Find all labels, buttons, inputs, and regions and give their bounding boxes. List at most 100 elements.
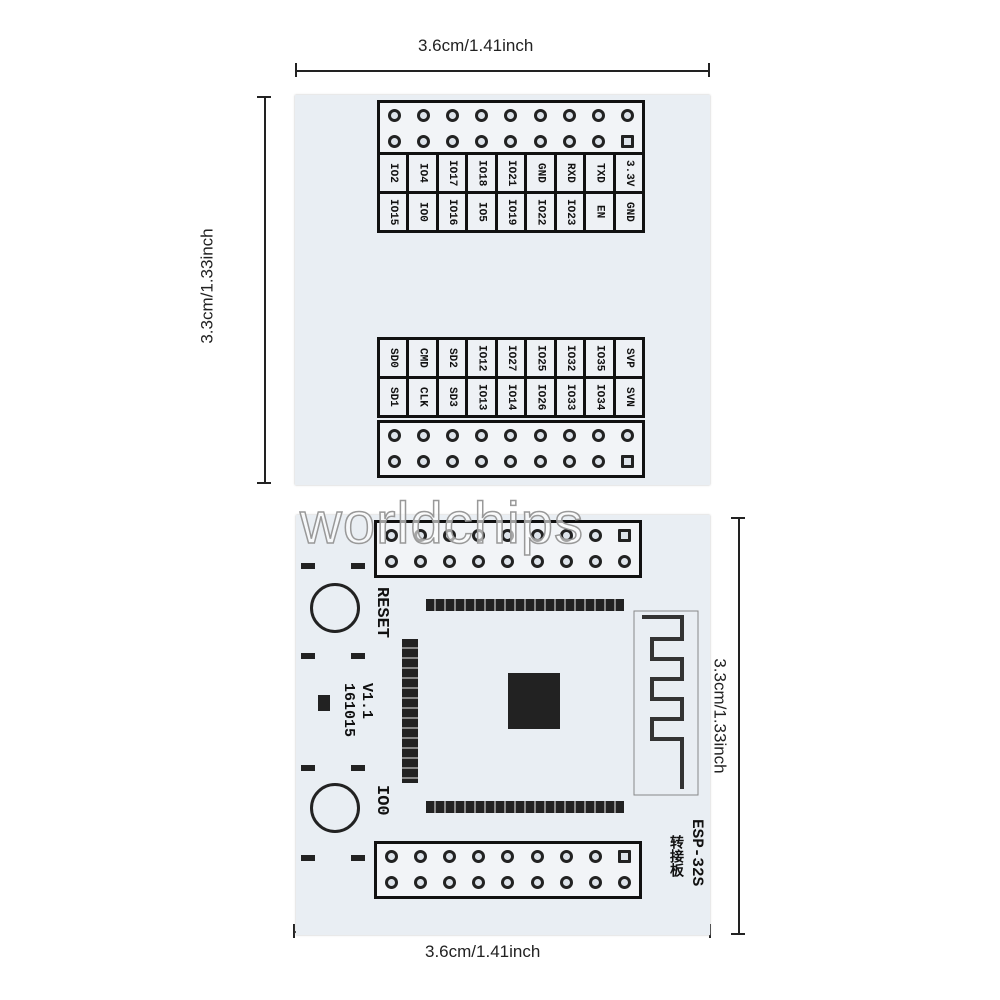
pad [351, 653, 365, 659]
pin-hole [530, 555, 544, 568]
pin-label: GND [527, 155, 554, 191]
pin-label: IO26 [527, 379, 554, 415]
tick [257, 482, 271, 484]
pin-hole [388, 135, 402, 148]
pin-hole [562, 135, 576, 148]
pad [301, 855, 315, 861]
pin-hole [559, 529, 573, 542]
pin-hole [562, 109, 576, 122]
pin-hole [475, 135, 489, 148]
pin-hole [588, 876, 602, 889]
pin-hole [443, 850, 457, 863]
pin-hole [385, 850, 399, 863]
pin-label: IO34 [586, 379, 613, 415]
pin-hole [559, 555, 573, 568]
tick [709, 924, 711, 938]
pin-hole [417, 455, 431, 468]
pin-label: IO17 [438, 155, 466, 191]
pin-hole [385, 876, 399, 889]
pin-hole [591, 109, 605, 122]
pin-label: CLK [409, 379, 436, 415]
pin-hole [417, 135, 431, 148]
pin-label: IO35 [586, 340, 613, 376]
pin-hole [591, 455, 605, 468]
io0-button [310, 783, 360, 833]
pin-hole [501, 555, 515, 568]
pad [351, 563, 365, 569]
pin-label: IO32 [556, 340, 584, 376]
pin-hole [414, 555, 428, 568]
pin-label: RXD [556, 155, 584, 191]
pin-hole [475, 429, 489, 442]
pin-hole [446, 429, 460, 442]
module-label: ESP-32S [688, 819, 706, 887]
pin-label: EN [586, 194, 613, 230]
pin-label: SD2 [438, 340, 466, 376]
pin-hole [562, 429, 576, 442]
pin-hole [562, 455, 576, 468]
pin-hole [617, 529, 631, 542]
pin-hole [443, 876, 457, 889]
version-label: V1.1 [358, 683, 375, 720]
top-height-label: 3.3cm/1.33inch [197, 228, 217, 344]
top-height-line [264, 96, 266, 484]
pin-hole [443, 555, 457, 568]
pad [351, 855, 365, 861]
pin-label: SVN [615, 379, 642, 415]
pin-hole [501, 850, 515, 863]
module-pads-top [426, 599, 624, 611]
pin-hole [414, 529, 428, 542]
top-width-line [295, 70, 710, 72]
pin-hole [530, 529, 544, 542]
tick [731, 517, 745, 519]
tick [257, 96, 271, 98]
bottom-width-label: 3.6cm/1.41inch [425, 942, 541, 961]
pin-label: IO21 [497, 155, 525, 191]
adapter-label: 转接板 [668, 835, 684, 877]
pin-label: IO16 [438, 194, 466, 230]
pin-hole [475, 109, 489, 122]
pin-hole [388, 429, 402, 442]
pin-hole [559, 850, 573, 863]
top-width-label: 3.6cm/1.41inch [418, 36, 534, 55]
pin-hole [533, 135, 547, 148]
pin-label: IO25 [527, 340, 554, 376]
lower-pin-header [374, 841, 642, 899]
pin-label: SD0 [380, 340, 407, 376]
pin-hole [385, 555, 399, 568]
bottom-board: RESET V1.1 161015 IO0 ESP-32S 转接板 [296, 515, 710, 935]
antenna-trace [633, 610, 699, 796]
pad [351, 765, 365, 771]
pin-label: IO19 [497, 194, 525, 230]
pin-hole [501, 876, 515, 889]
pin-label: IO14 [497, 379, 525, 415]
pin-label: GND [615, 194, 642, 230]
pin-hole [533, 455, 547, 468]
pin-hole [472, 529, 486, 542]
pin-label: 3.3V [615, 155, 642, 191]
pin-label: IO27 [497, 340, 525, 376]
date-label: 161015 [340, 683, 357, 738]
pin-hole [472, 876, 486, 889]
pin-hole [443, 529, 457, 542]
pin-hole [559, 876, 573, 889]
pin-hole [620, 455, 634, 468]
pin-hole [414, 850, 428, 863]
pin-hole [620, 429, 634, 442]
pin-hole [530, 876, 544, 889]
pin-hole [475, 455, 489, 468]
pin-hole [617, 850, 631, 863]
module-pads-bottom [426, 801, 624, 813]
pin-hole [504, 429, 518, 442]
pin-hole [617, 555, 631, 568]
upper-pin-header [377, 100, 645, 158]
pin-hole [588, 555, 602, 568]
pin-hole [533, 109, 547, 122]
pin-hole [620, 135, 634, 148]
pin-label: SD1 [380, 379, 407, 415]
pin-label: IO18 [468, 155, 495, 191]
tick [708, 63, 710, 77]
